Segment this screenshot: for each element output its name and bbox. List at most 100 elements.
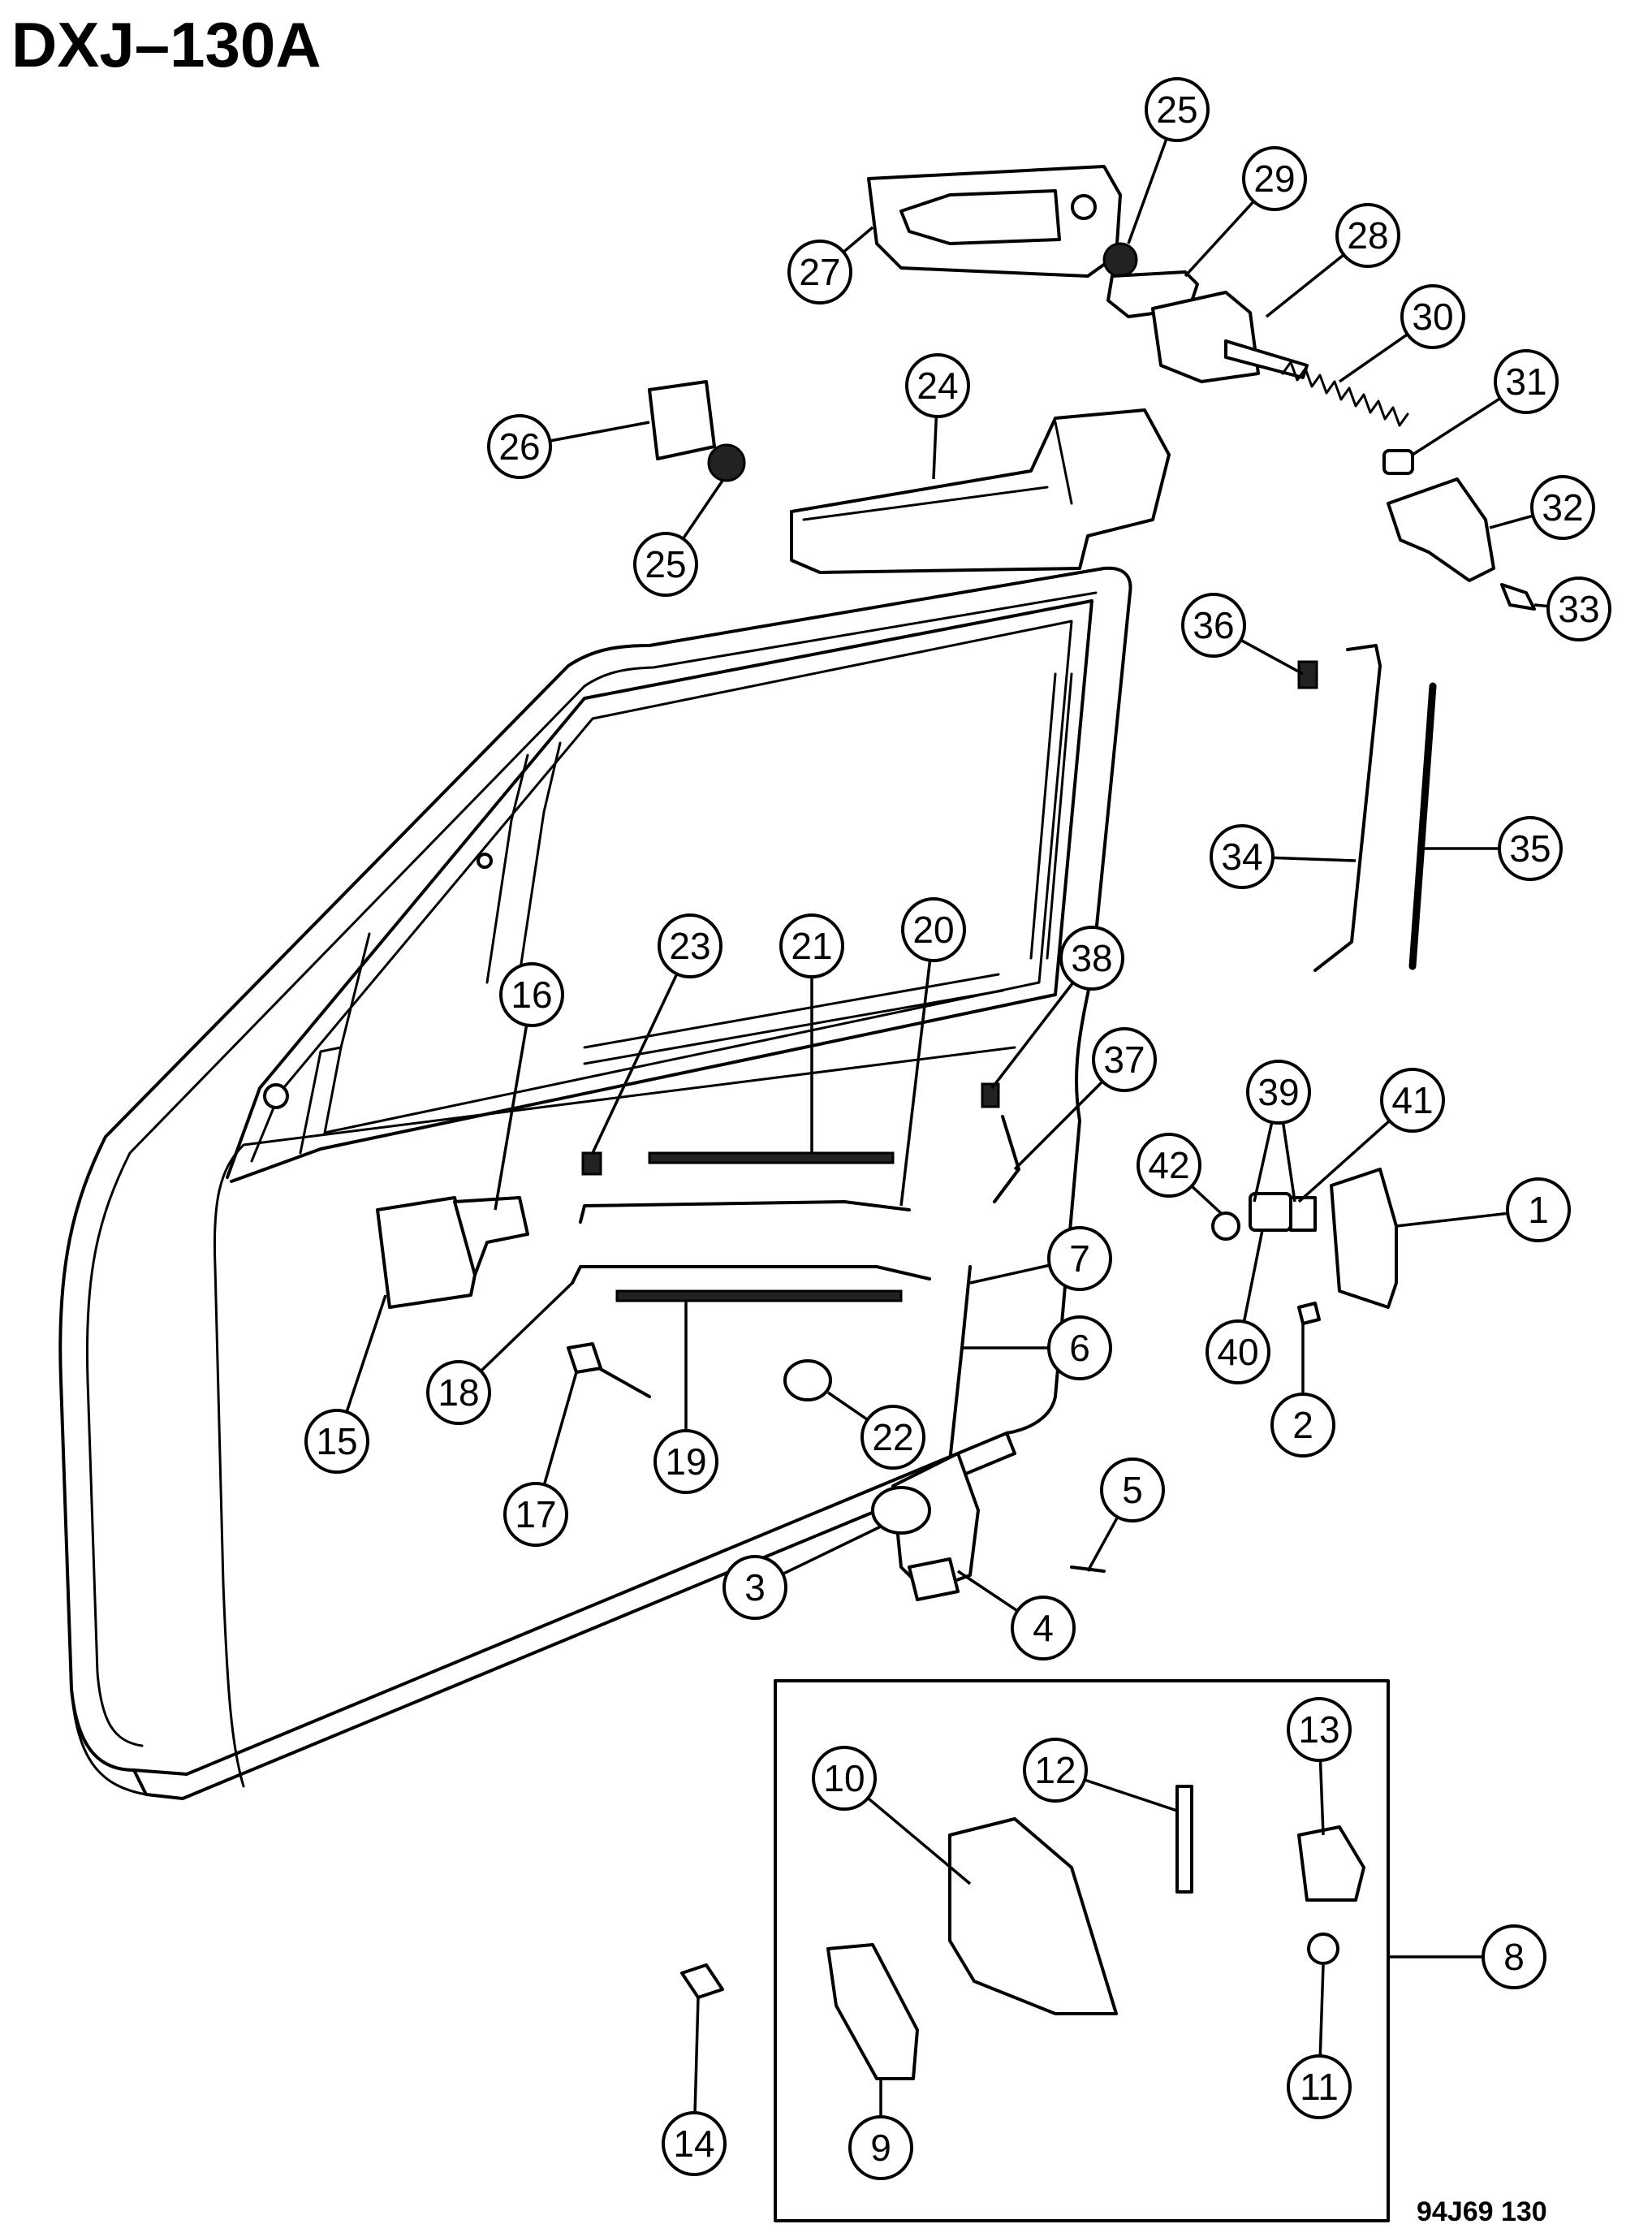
callout-layer: 1234567891011121314151617181920212223242… [304, 77, 1611, 2180]
callout-circle-26 [487, 414, 552, 479]
leader-line-5 [1086, 1516, 1119, 1572]
callout-circle-14 [662, 2111, 727, 2176]
rod-part-6 [948, 1265, 972, 1463]
striker-part-39-40-41 [1249, 1192, 1317, 1232]
callout-label: 14 [673, 2123, 714, 2165]
callout-label: 3 [744, 1566, 766, 1609]
leader-line-28 [1265, 253, 1345, 318]
callout-circle-40 [1206, 1319, 1270, 1384]
callout-label: 18 [438, 1371, 479, 1414]
callout-circle-6 [1047, 1315, 1112, 1380]
callout-label: 37 [1103, 1039, 1145, 1081]
rod-part-20 [579, 1200, 911, 1224]
callout-label: 5 [1122, 1469, 1143, 1511]
callout-label: 34 [1221, 836, 1262, 878]
seal-part-19 [615, 1289, 903, 1302]
callout-label: 39 [1257, 1071, 1299, 1113]
callout-circle-13 [1287, 1697, 1352, 1762]
callout-label: 7 [1069, 1237, 1090, 1280]
rod-part-18 [571, 1265, 931, 1285]
callout-circle-4 [1011, 1596, 1076, 1660]
leader-line-18 [480, 1281, 574, 1372]
leader-line-25 [1127, 138, 1168, 244]
outside-handle-part-24 [790, 408, 1171, 574]
callout-label: 36 [1193, 604, 1234, 646]
leader-line-29 [1184, 200, 1255, 278]
clip-part-36 [1297, 660, 1318, 689]
screw-part-33 [1500, 583, 1536, 611]
leader-line-26 [550, 421, 650, 443]
leader-line-37 [1013, 1080, 1104, 1171]
leader-line-32 [1489, 514, 1533, 529]
callout-label: 20 [912, 909, 954, 951]
clip-part-38 [981, 1082, 1000, 1108]
clip-part-23 [581, 1151, 602, 1176]
callout-circle-15 [304, 1409, 369, 1474]
leader-line-40 [1242, 1229, 1264, 1323]
callout-circle-23 [658, 913, 722, 978]
callout-circle-34 [1210, 824, 1275, 889]
leader-line-15 [345, 1294, 387, 1413]
leader-line-38 [990, 982, 1075, 1090]
callout-circle-20 [901, 897, 966, 962]
callout-label: 30 [1412, 296, 1453, 338]
leader-line-3 [782, 1525, 882, 1576]
callout-circle-3 [722, 1555, 787, 1620]
plug-part-22 [783, 1359, 832, 1401]
rod-part-37 [993, 1115, 1020, 1203]
callout-circle-33 [1546, 577, 1611, 641]
callout-circle-38 [1059, 926, 1124, 991]
callout-circle-12 [1023, 1738, 1088, 1803]
inside-handle-part-10 [948, 1817, 1118, 2015]
callout-circle-24 [905, 353, 970, 418]
callout-circle-7 [1047, 1226, 1112, 1291]
callout-label: 6 [1069, 1327, 1090, 1369]
callout-label: 33 [1558, 588, 1599, 630]
screw-part-2 [1297, 1302, 1321, 1325]
callout-label: 17 [515, 1493, 556, 1535]
leader-line-42 [1190, 1185, 1223, 1216]
pin-part-12 [1175, 1785, 1193, 1894]
callout-circle-39 [1246, 1060, 1311, 1125]
callout-circle-22 [861, 1405, 925, 1470]
leader-line-16 [494, 1025, 528, 1211]
leader-line-39 [1281, 1122, 1296, 1203]
callout-circle-5 [1100, 1458, 1165, 1522]
callout-circle-8 [1482, 1924, 1546, 1989]
leader-line-25 [681, 480, 724, 540]
callout-circle-36 [1181, 593, 1246, 658]
callout-label: 32 [1542, 486, 1583, 529]
callout-circle-42 [1137, 1133, 1201, 1198]
callout-label: 16 [511, 974, 552, 1016]
screw-part-14 [680, 1963, 724, 1999]
latch-part-1 [1330, 1168, 1398, 1309]
leader-line-12 [1084, 1778, 1178, 1812]
callout-label: 8 [1503, 1936, 1525, 1978]
leader-line-36 [1240, 638, 1304, 676]
callout-label: 26 [498, 425, 540, 468]
lock-lever-part-32 [1387, 477, 1495, 582]
callout-circle-9 [848, 2115, 913, 2180]
callout-label: 12 [1034, 1749, 1076, 1791]
leader-line-11 [1318, 1964, 1325, 2057]
callout-circle-10 [812, 1746, 877, 1811]
callout-circle-16 [499, 962, 564, 1027]
leader-line-1 [1395, 1211, 1508, 1228]
callout-circle-30 [1400, 284, 1465, 349]
leader-line-14 [693, 1997, 700, 2114]
bushing-part-31 [1382, 449, 1414, 475]
callout-label: 27 [799, 251, 840, 293]
callout-circle-31 [1494, 349, 1559, 414]
callout-label: 4 [1033, 1607, 1054, 1649]
callout-circle-25 [633, 532, 698, 597]
callout-label: 29 [1253, 158, 1295, 200]
callout-label: 25 [645, 543, 686, 585]
actuator-part-3-4 [871, 1452, 980, 1601]
callout-circle-32 [1530, 475, 1595, 540]
nut-part-25b [707, 443, 746, 482]
inset-box [774, 1679, 1390, 2222]
washer-part-42 [1211, 1211, 1240, 1241]
callout-circle-2 [1270, 1393, 1335, 1458]
door-shell [58, 566, 1132, 1800]
callout-label: 25 [1156, 89, 1197, 131]
